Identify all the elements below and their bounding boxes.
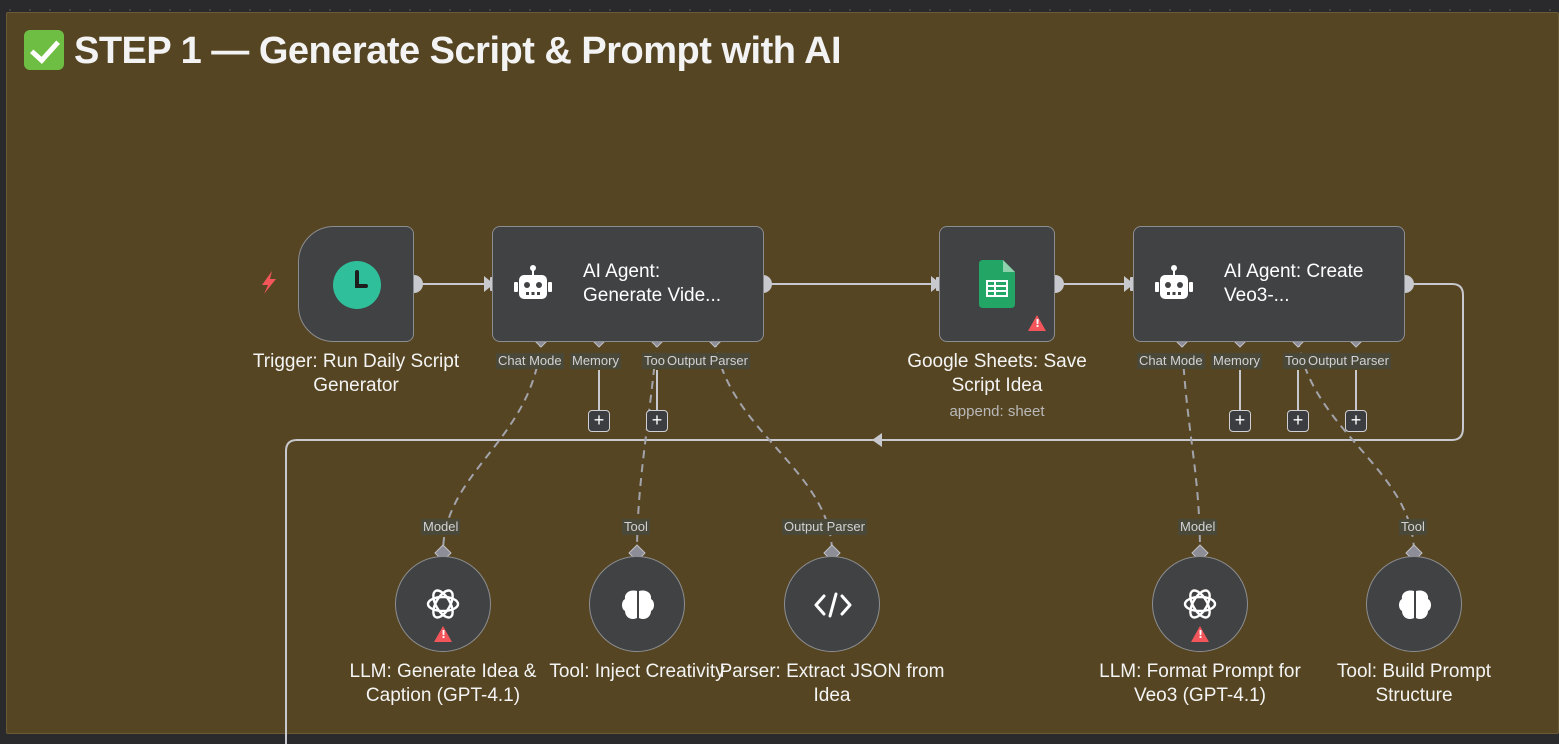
trigger-node-label: Trigger: Run Daily Script Generator [252, 351, 460, 396]
sticky-note[interactable] [6, 12, 1559, 734]
robot-icon [1155, 265, 1193, 299]
trigger-bolt-icon [262, 271, 276, 294]
sticky-title-text: STEP 1 — Generate Script & Prompt with A… [74, 30, 842, 72]
connection-agent2-next [285, 283, 1464, 744]
agent2-port-tool: Too [1283, 353, 1308, 369]
agent2-port-memory: Memory [1211, 353, 1262, 369]
agent2-add-memory-button[interactable]: + [1229, 410, 1251, 432]
trigger-node[interactable] [298, 226, 414, 342]
tool1-input-label: Tool [622, 519, 650, 535]
checkmark-icon [24, 30, 64, 70]
llm1-input-label: Model [421, 519, 461, 535]
agent1-port-tool: Too [642, 353, 667, 369]
agent2-port-chat-model: Chat Mode [1137, 353, 1205, 369]
openai-icon [1183, 589, 1217, 619]
brain-icon [1399, 590, 1431, 620]
llm-format-prompt-node[interactable]: ! [1152, 556, 1248, 652]
google-sheets-icon [979, 260, 1015, 308]
google-sheets-label: Google Sheets: Save Script Idea [907, 351, 1087, 396]
ai-agent-create-veo3-node[interactable]: AI Agent: Create Veo3-... [1133, 226, 1405, 342]
google-sheets-subtitle: append: sheet [949, 403, 1045, 420]
ai-agent-generate-label: AI Agent: Generate Vide... [583, 261, 722, 306]
llm-generate-idea-label: LLM: Generate Idea & Caption (GPT-4.1) [349, 661, 537, 706]
dashed-parser-parser1 [714, 338, 833, 554]
llm-generate-idea-node[interactable]: ! [395, 556, 491, 652]
arrow-head-agent1 [484, 276, 494, 292]
warning-icon: ! [434, 626, 452, 642]
arrow-head-loop [872, 433, 882, 447]
agent2-add-tool-button[interactable]: + [1287, 410, 1309, 432]
tool2-input-label: Tool [1399, 519, 1427, 535]
code-icon [814, 592, 852, 618]
google-sheets-node[interactable]: ! [939, 226, 1055, 342]
openai-icon [426, 589, 460, 619]
parser-extract-json-label: Parser: Extract JSON from Idea [719, 661, 945, 706]
llm2-input-label: Model [1178, 519, 1218, 535]
warning-icon: ! [1191, 626, 1209, 642]
tool-inject-creativity-label: Tool: Inject Creativity [549, 661, 725, 682]
agent1-port-output-parser: Output Parser [665, 353, 750, 369]
llm-format-prompt-label: LLM: Format Prompt for Veo3 (GPT-4.1) [1099, 661, 1301, 706]
agent2-add-output-parser-button[interactable]: + [1345, 410, 1367, 432]
agent1-port-memory: Memory [570, 353, 621, 369]
agent2-port-output-parser: Output Parser [1306, 353, 1391, 369]
agent1-add-tool-button[interactable]: + [646, 410, 668, 432]
warning-icon: ! [1028, 315, 1046, 331]
agent1-add-memory-button[interactable]: + [588, 410, 610, 432]
tool-build-prompt-node[interactable] [1366, 556, 1462, 652]
clock-icon [333, 261, 381, 309]
agent1-port-chat-model: Chat Mode [496, 353, 564, 369]
robot-icon [514, 265, 552, 299]
parser-extract-json-node[interactable] [784, 556, 880, 652]
tool-inject-creativity-node[interactable] [589, 556, 685, 652]
ai-agent-create-veo3-label: AI Agent: Create Veo3-... [1224, 261, 1364, 306]
parser1-input-label: Output Parser [782, 519, 867, 535]
sticky-note-title: STEP 1 — Generate Script & Prompt with A… [24, 28, 842, 74]
tool-build-prompt-label: Tool: Build Prompt Structure [1336, 661, 1492, 706]
ai-agent-generate-node[interactable]: AI Agent: Generate Vide... [492, 226, 764, 342]
brain-icon [622, 590, 654, 620]
arrow-head-agent2 [1124, 276, 1134, 292]
